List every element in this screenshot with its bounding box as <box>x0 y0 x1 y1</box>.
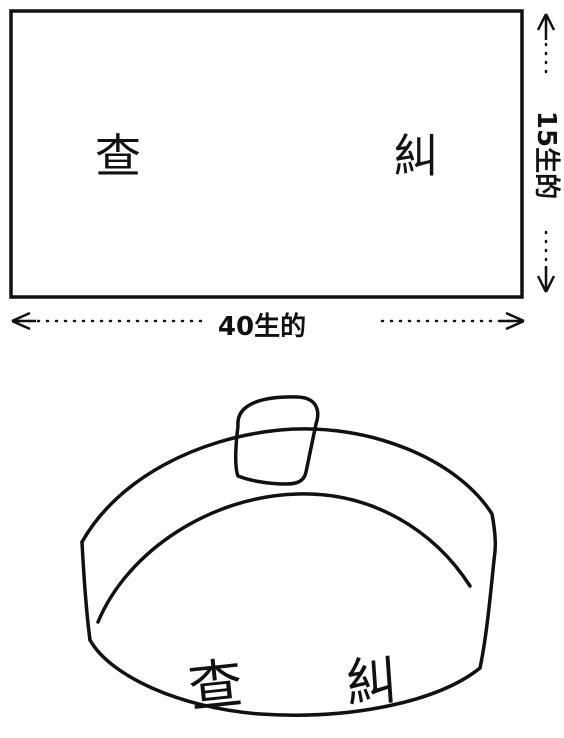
height-dimension-label: 15生的 <box>531 111 562 199</box>
armband-clasp <box>233 395 320 486</box>
width-arrow-left-icon <box>11 311 36 331</box>
armband-left-side <box>80 540 92 642</box>
armband-right-character: 糾 <box>344 651 400 714</box>
height-arrow-up-icon <box>536 13 556 40</box>
armband-inner-top-edge <box>96 492 472 624</box>
width-dimension: 40生的 <box>11 311 525 342</box>
height-dimension: 15生的 <box>531 13 562 293</box>
width-arrow-right-icon <box>500 311 525 331</box>
height-arrow-down-icon <box>536 266 556 293</box>
flat-band-left-character: 查 <box>95 129 141 183</box>
armband-right-side <box>478 558 496 670</box>
armband-outer-top-edge <box>80 427 498 562</box>
flat-band-diagram: 查 糾 <box>9 9 524 299</box>
armband-drawing: 查 糾 <box>80 395 498 720</box>
width-dimension-label: 40生的 <box>218 311 306 342</box>
flat-band-right-character: 糾 <box>393 129 439 183</box>
armband-bottom-edge <box>88 638 482 717</box>
flat-band-rectangle <box>9 9 524 299</box>
armband-left-character: 查 <box>185 651 245 719</box>
